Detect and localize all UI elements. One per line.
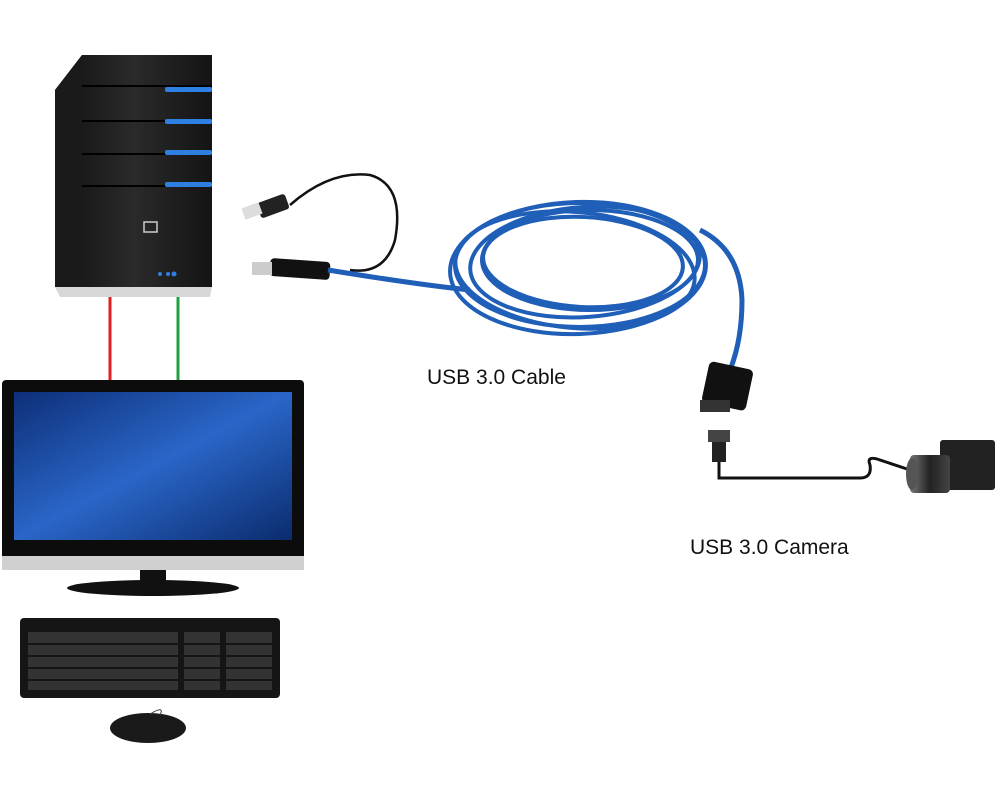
drive-led — [165, 150, 212, 155]
keyboard — [20, 618, 280, 698]
drive-led — [165, 182, 212, 187]
monitor — [2, 380, 304, 596]
cable-coil — [448, 199, 708, 337]
mouse — [110, 709, 186, 743]
camera-cable — [708, 430, 911, 480]
hp-logo — [143, 221, 158, 233]
usb-cable-label: USB 3.0 Cable — [427, 366, 566, 389]
usb-camera — [906, 440, 995, 493]
drive-led — [165, 119, 212, 124]
drive-led — [165, 87, 212, 92]
usb-cable — [241, 173, 753, 412]
usb-camera-label: USB 3.0 Camera — [690, 536, 849, 559]
server-tower — [55, 55, 212, 297]
